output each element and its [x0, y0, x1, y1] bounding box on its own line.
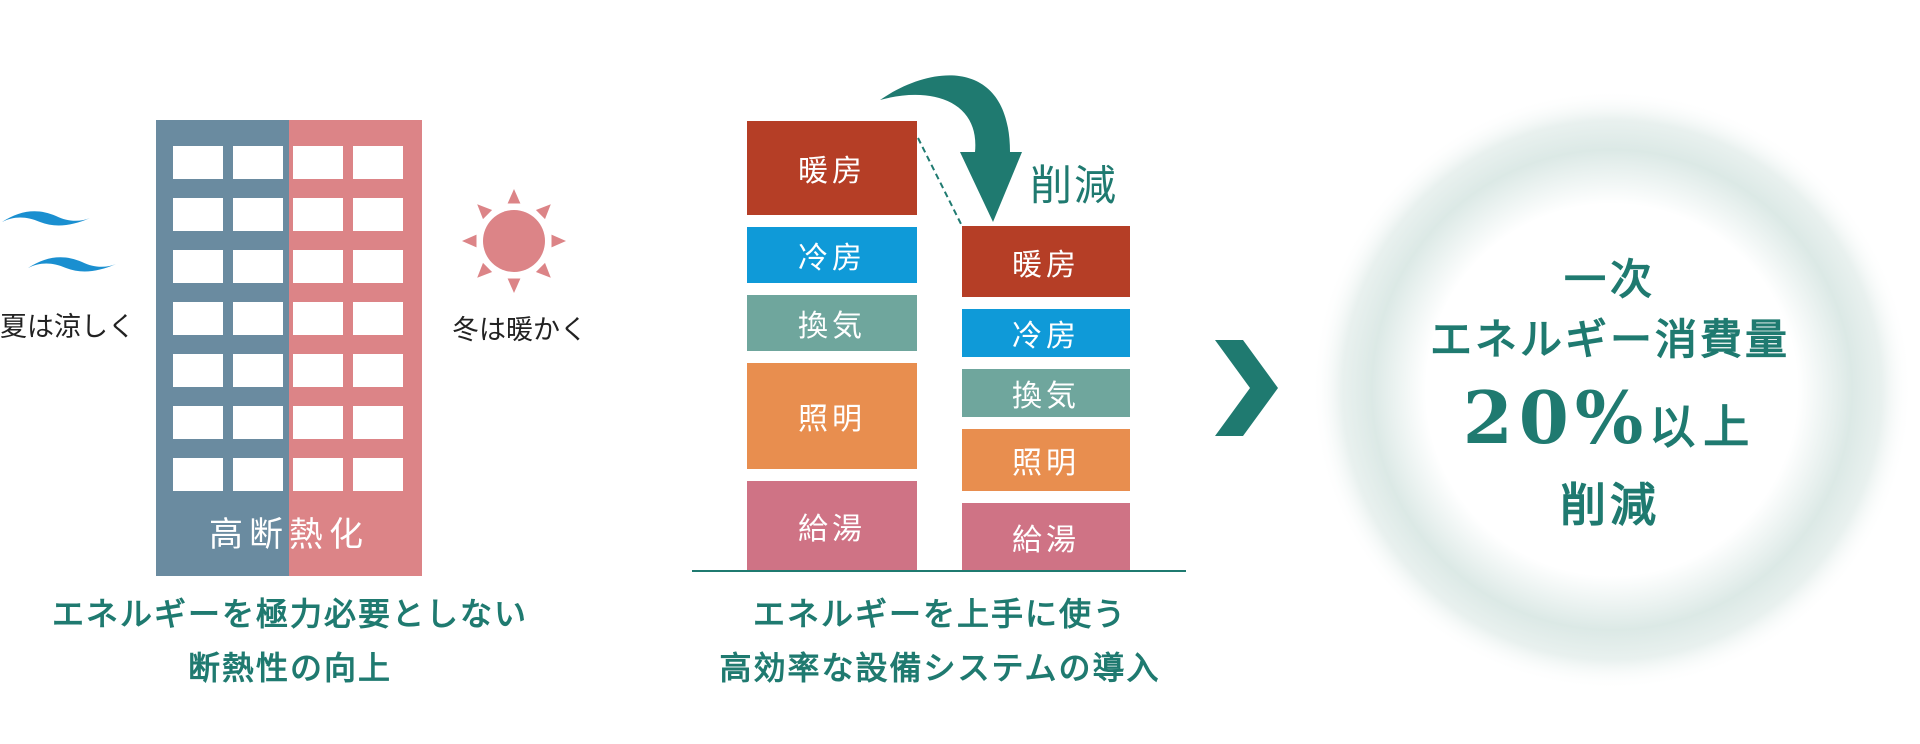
result-line1: 一次 [1563, 255, 1656, 304]
window [173, 406, 223, 439]
window [173, 198, 223, 231]
sun-ray [535, 262, 551, 278]
sun-ray [477, 262, 493, 278]
window [233, 406, 283, 439]
left-caption-line1: エネルギーを極力必要としない [51, 595, 528, 633]
insulation-illustration [2, 120, 566, 576]
sun-icon [462, 189, 566, 293]
window [233, 302, 283, 335]
after-block-lighting: 照明 [962, 429, 1130, 491]
before-block-lighting: 照明 [747, 363, 917, 469]
result-text: 一次 エネルギー消費量 20%以上 削減 [1330, 250, 1890, 535]
after-block-hot-water: 給湯 [962, 503, 1130, 570]
window [353, 458, 403, 491]
middle-caption-line1: エネルギーを上手に使う [752, 595, 1127, 633]
sun-ray [462, 234, 477, 248]
left-caption: エネルギーを極力必要としない 断熱性の向上 [40, 587, 540, 695]
left-caption-line2: 断熱性の向上 [187, 649, 392, 687]
window [353, 146, 403, 179]
winter-label: 冬は暖かく [452, 315, 587, 346]
after-block-ventilation: 換気 [962, 369, 1130, 417]
result-percent: 20% [1462, 375, 1650, 460]
window [293, 406, 343, 439]
building-right-half [289, 120, 422, 576]
window [293, 146, 343, 179]
window [293, 302, 343, 335]
window [293, 250, 343, 283]
after-block-cooling: 冷房 [962, 309, 1130, 357]
window [233, 458, 283, 491]
wave-icon [2, 211, 116, 272]
sun-ray [477, 204, 493, 220]
reduction-dashed-line [917, 137, 963, 227]
window [233, 198, 283, 231]
window [233, 250, 283, 283]
sun-ray [507, 189, 521, 204]
before-block-heating: 暖房 [747, 121, 917, 215]
result-line2: エネルギー消費量 [1429, 315, 1790, 364]
sun-ray [507, 278, 521, 293]
sun-ray [551, 234, 566, 248]
result-line4: 削減 [1560, 478, 1660, 532]
window [353, 198, 403, 231]
building-icon [156, 120, 422, 576]
summer-label: 夏は涼しく [0, 312, 135, 343]
middle-caption: エネルギーを上手に使う 高効率な設備システムの導入 [690, 587, 1190, 695]
window [173, 302, 223, 335]
building-windows [173, 146, 403, 491]
before-block-cooling: 冷房 [747, 227, 917, 283]
window [233, 354, 283, 387]
before-block-ventilation: 換気 [747, 295, 917, 351]
chevron-right-icon [1215, 340, 1278, 436]
result-suffix: 以上 [1649, 400, 1758, 454]
curved-arrow-icon [880, 75, 1022, 222]
result-glow [1312, 90, 1912, 690]
window [353, 406, 403, 439]
window [173, 458, 223, 491]
building-label: 高断熱化 [209, 515, 369, 555]
window [173, 250, 223, 283]
window [353, 354, 403, 387]
reduce-label: 削減 [1030, 161, 1119, 210]
equipment-graphics [692, 75, 1278, 572]
building-left-half [156, 120, 289, 576]
window [173, 354, 223, 387]
window [353, 302, 403, 335]
window [293, 354, 343, 387]
result-percent-line: 20%以上 [1330, 370, 1890, 475]
sun-ray [535, 204, 551, 220]
before-block-hot-water: 給湯 [747, 481, 917, 570]
window [293, 198, 343, 231]
after-block-heating: 暖房 [962, 226, 1130, 297]
window [293, 458, 343, 491]
middle-caption-line2: 高効率な設備システムの導入 [719, 649, 1161, 687]
window [353, 250, 403, 283]
window [233, 146, 283, 179]
window [173, 146, 223, 179]
